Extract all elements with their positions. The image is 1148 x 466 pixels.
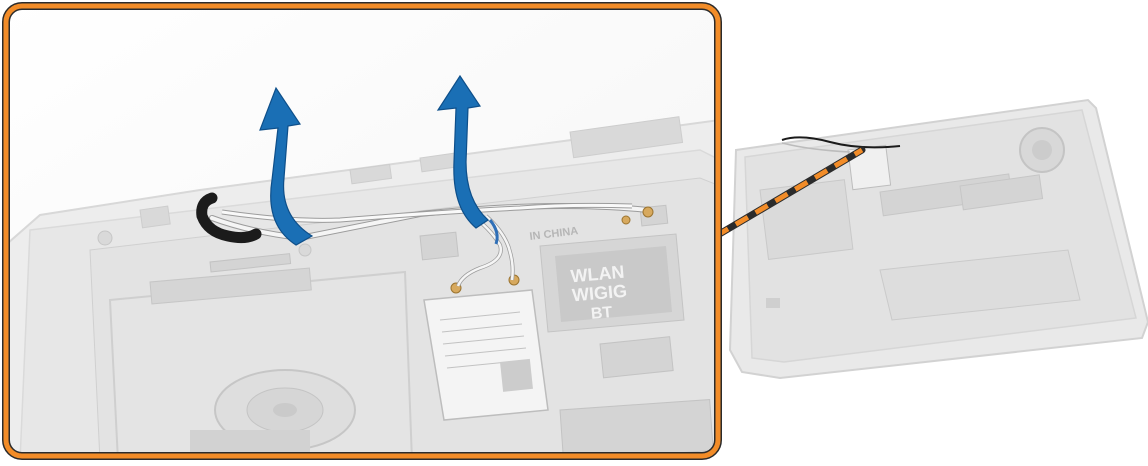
laptop-overview [730,100,1148,378]
wlan-text-3: BT [590,304,613,323]
wlan-label-plate: WLAN WIGIG BT [540,234,684,332]
hard-drive [110,268,412,461]
zoom-detail-view: WLAN WIGIG BT IN CHINA [0,0,730,461]
